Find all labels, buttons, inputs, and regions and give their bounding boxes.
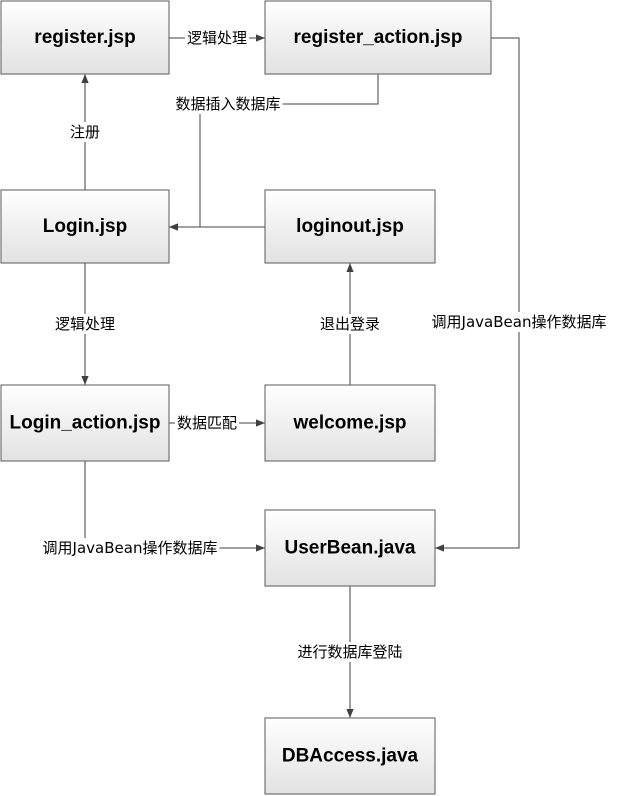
node-label: welcome.jsp <box>293 413 407 434</box>
node-box <box>264 384 436 462</box>
nodes-layer: register.jsp register_action.jspLogin.jsp… <box>0 0 492 795</box>
edge-login-action-to-userbean: 调用JavaBean操作数据库 <box>40 461 265 558</box>
node-box <box>264 717 436 795</box>
edge-line-register-action-to-userbean <box>435 37 520 552</box>
edge-welcome-to-loginout: 退出登录 <box>317 263 383 385</box>
edge-label-bg <box>295 642 405 662</box>
edge-label-register-to-register-action: 逻辑处理 <box>187 29 247 47</box>
edge-label-login-action-to-userbean: 调用JavaBean操作数据库 <box>43 539 218 557</box>
edge-label-welcome-to-loginout: 退出登录 <box>320 315 380 333</box>
edge-label-bg <box>52 314 118 334</box>
edge-label-userbean-to-dbaccess: 进行数据库登陆 <box>297 643 402 661</box>
edge-register-action-to-userbean: 调用JavaBean操作数据库 <box>429 37 609 552</box>
edge-userbean-to-dbaccess: 进行数据库登陆 <box>295 586 405 718</box>
edge-label-bg <box>174 413 240 433</box>
edge-label-bg <box>173 94 283 114</box>
node-box <box>264 189 436 264</box>
edge-label-login-to-register: 注册 <box>70 123 100 141</box>
edge-label-bg <box>67 122 103 142</box>
node-label: DBAccess.java <box>282 746 419 767</box>
edge-login-action-to-welcome: 数据匹配 <box>169 413 265 433</box>
node-login-action: Login_action.jsp <box>0 384 170 462</box>
node-login: Login.jsp <box>0 189 170 264</box>
edge-label-login-action-to-welcome: 数据匹配 <box>177 414 237 432</box>
edge-register-action-to-login: 数据插入数据库 <box>169 74 379 231</box>
node-welcome: welcome.jsp <box>264 384 436 462</box>
node-box <box>0 189 170 264</box>
edge-register-to-register-action: 逻辑处理 <box>169 28 265 48</box>
node-label: Login_action.jsp <box>10 413 161 434</box>
edge-line-login-action-to-userbean <box>84 461 265 552</box>
node-label: UserBean.java <box>285 538 416 559</box>
edge-label-login-to-login-action: 逻辑处理 <box>55 315 115 333</box>
edge-label-register-action-to-login: 数据插入数据库 <box>175 95 280 113</box>
node-label: register_action.jsp <box>294 27 463 48</box>
edge-label-bg <box>317 314 383 334</box>
node-label: loginout.jsp <box>296 216 404 237</box>
node-dbaccess: DBAccess.java <box>264 717 436 795</box>
node-box <box>264 0 492 75</box>
edge-label-bg <box>40 538 220 558</box>
edge-label-bg <box>429 312 609 332</box>
node-box <box>0 0 170 75</box>
node-box <box>0 384 170 462</box>
node-register-action: register_action.jsp <box>264 0 492 75</box>
node-label: register.jsp <box>34 27 135 48</box>
edge-login-to-login-action: 逻辑处理 <box>52 263 118 385</box>
node-loginout: loginout.jsp <box>264 189 436 264</box>
node-box <box>264 509 436 587</box>
edges-layer: 逻辑处理数据插入数据库注册逻辑处理数据匹配退出登录调用JavaBean操作数据库… <box>40 28 609 718</box>
node-userbean: UserBean.java <box>264 509 436 587</box>
node-register: register.jsp <box>0 0 170 75</box>
edge-label-register-action-to-userbean: 调用JavaBean操作数据库 <box>432 313 607 331</box>
node-label: Login.jsp <box>43 216 127 237</box>
edge-login-to-register: 注册 <box>67 74 103 190</box>
edge-label-bg <box>184 28 250 48</box>
